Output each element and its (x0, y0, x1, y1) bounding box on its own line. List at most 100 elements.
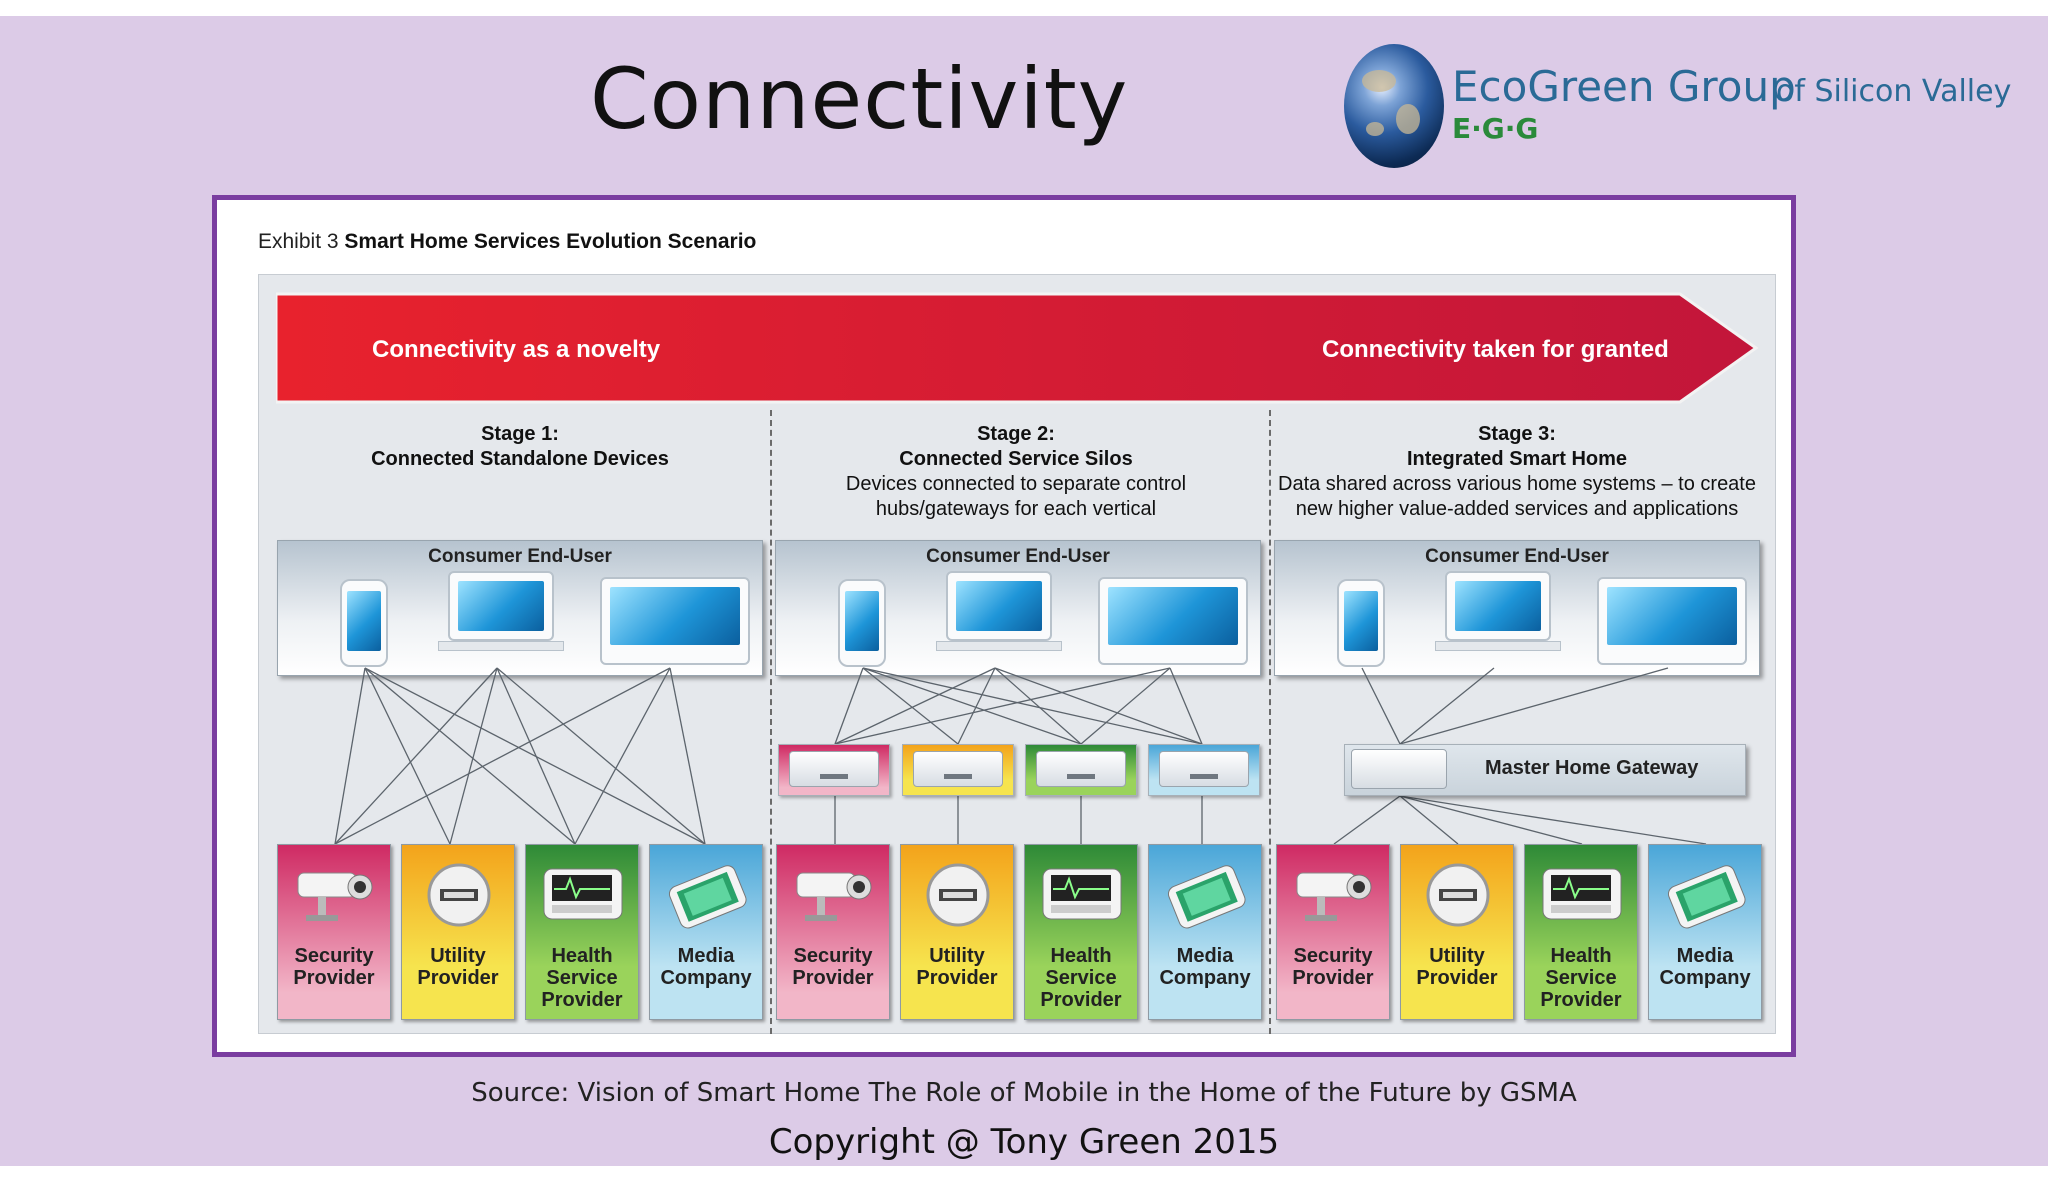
provider-label-line2: Provider (417, 967, 499, 989)
laptop-base (936, 641, 1062, 651)
provider-label-line2: Service (1045, 967, 1117, 989)
stage-1-name: Stage 1: (481, 423, 559, 445)
stage-3-desc-line2: new higher value-added services and appl… (1295, 498, 1739, 520)
gateway-health (1025, 744, 1137, 796)
provider-label-line2: Service (546, 967, 618, 989)
provider-label-line2: Company (1159, 967, 1251, 989)
desktop-monitor-icon (1597, 577, 1747, 665)
provider-label-line1: Health (551, 945, 613, 967)
source-citation: Source: Vision of Smart Home The Role of… (471, 1078, 1577, 1108)
logo-name: EcoGreen Group (1452, 62, 1796, 111)
media-player-icon (1663, 859, 1749, 931)
provider-label-line2: Provider (792, 967, 874, 989)
arrow-label-novelty: Connectivity as a novelty (372, 336, 661, 363)
gateway-media (1148, 744, 1260, 796)
stage-divider (770, 410, 772, 1034)
heart-monitor-icon (1539, 859, 1625, 931)
stage-2-name: Stage 2: (977, 423, 1055, 445)
consumer-end-user-box-stage-3: Consumer End-User (1274, 540, 1760, 676)
stage-3-desc-line1: Data shared across various home systems … (1278, 473, 1756, 495)
provider-label-line3: Provider (1540, 989, 1622, 1011)
stage-2-desc-line1: Devices connected to separate control (845, 473, 1187, 495)
provider-label-line1: Utility (430, 945, 486, 967)
router-icon (1159, 751, 1249, 787)
meter-icon (416, 859, 502, 931)
media-player-icon (1163, 859, 1249, 931)
master-home-gateway: Master Home Gateway (1344, 744, 1746, 796)
desktop-monitor-icon (600, 577, 750, 665)
exhibit-prefix: Exhibit 3 (258, 230, 339, 253)
media-player-icon (664, 859, 750, 931)
gateway-security (778, 744, 890, 796)
stage-1-header: Stage 1: Connected Standalone Devices (280, 422, 760, 472)
stage-2-desc-line2: hubs/gateways for each vertical (875, 498, 1157, 520)
provider-label-line2: Company (660, 967, 752, 989)
camera-icon (1291, 859, 1377, 931)
router-icon (913, 751, 1003, 787)
smartphone-icon (340, 579, 388, 667)
provider-label-line1: Health (1550, 945, 1612, 967)
stage-2-subtitle: Connected Service Silos (899, 448, 1133, 470)
consumer-end-user-label: Consumer End-User (1425, 546, 1609, 567)
provider-label-line2: Provider (1416, 967, 1498, 989)
laptop-icon (448, 571, 554, 641)
camera-icon (292, 859, 378, 931)
provider-label-line2: Provider (293, 967, 375, 989)
consumer-end-user-box-stage-1: Consumer End-User (277, 540, 763, 676)
router-icon (1036, 751, 1126, 787)
heart-monitor-icon (540, 859, 626, 931)
consumer-end-user-label: Consumer End-User (428, 546, 612, 567)
desktop-monitor-icon (1098, 577, 1248, 665)
provider-label-line1: Security (793, 945, 873, 967)
copyright-notice: Copyright @ Tony Green 2015 (768, 1122, 1280, 1162)
consumer-end-user-box-stage-2: Consumer End-User (775, 540, 1261, 676)
evolution-arrow (276, 292, 1759, 404)
exhibit-caption: Exhibit 3 Smart Home Services Evolution … (258, 230, 756, 254)
laptop-icon (1445, 571, 1551, 641)
slide-title: Connectivity (590, 50, 1129, 148)
provider-label-line1: Utility (1429, 945, 1485, 967)
stage-2-header: Stage 2: Connected Service Silos Devices… (776, 422, 1256, 522)
provider-label-line1: Media (677, 945, 735, 967)
provider-label-line1: Media (1676, 945, 1734, 967)
provider-label-line2: Provider (1292, 967, 1374, 989)
meter-icon (1415, 859, 1501, 931)
provider-label-line2: Company (1659, 967, 1751, 989)
provider-label-line1: Security (294, 945, 374, 967)
provider-label-line2: Service (1545, 967, 1617, 989)
master-home-gateway-label: Master Home Gateway (1485, 757, 1699, 779)
provider-label-line3: Provider (541, 989, 623, 1011)
stage-3-subtitle: Integrated Smart Home (1406, 448, 1628, 470)
exhibit-title: Smart Home Services Evolution Scenario (344, 230, 757, 253)
smartphone-icon (1337, 579, 1385, 667)
stage-divider (1269, 410, 1271, 1034)
laptop-icon (946, 571, 1052, 641)
gateway-utility (902, 744, 1014, 796)
provider-label-line2: Provider (916, 967, 998, 989)
stage-3-header: Stage 3: Integrated Smart Home Data shar… (1262, 422, 1772, 522)
router-icon (1351, 749, 1447, 789)
smartphone-icon (838, 579, 886, 667)
globe-icon (1344, 44, 1444, 168)
provider-label-line1: Utility (929, 945, 985, 967)
stage-3-name: Stage 3: (1478, 423, 1556, 445)
